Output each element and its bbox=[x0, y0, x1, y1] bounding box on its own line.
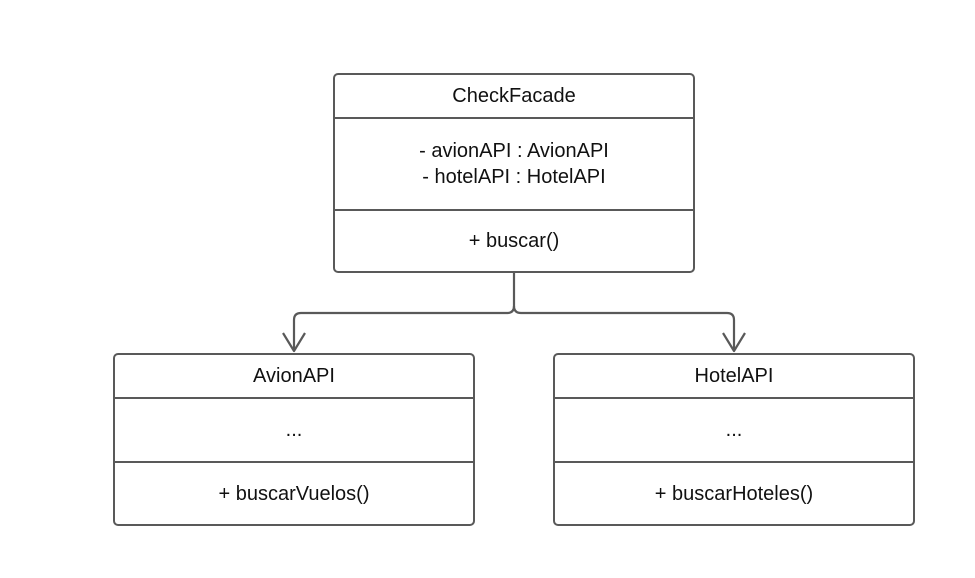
class-name-section: HotelAPI bbox=[555, 355, 913, 397]
attribute-avionapi: - avionAPI : AvionAPI bbox=[419, 140, 609, 162]
attribute-hotelapi: - hotelAPI : HotelAPI bbox=[422, 166, 606, 188]
operations-section: + buscarHoteles() bbox=[555, 461, 913, 524]
attributes-section: ... bbox=[115, 397, 473, 461]
class-name: CheckFacade bbox=[452, 85, 576, 107]
operations-section: + buscar() bbox=[335, 209, 693, 271]
class-name-section: CheckFacade bbox=[335, 75, 693, 117]
attributes-section: - avionAPI : AvionAPI - hotelAPI : Hotel… bbox=[335, 117, 693, 209]
class-avionapi[interactable]: AvionAPI ... + buscarVuelos() bbox=[113, 353, 475, 526]
arrowhead-hotelapi bbox=[722, 332, 746, 353]
operation-buscar: + buscar() bbox=[468, 230, 560, 252]
association-line-hotelapi bbox=[512, 305, 736, 351]
association-line-avionapi bbox=[292, 273, 516, 351]
operations-section: + buscarVuelos() bbox=[115, 461, 473, 524]
class-name: HotelAPI bbox=[694, 365, 774, 387]
operation-buscarhoteles: + buscarHoteles() bbox=[654, 482, 814, 505]
attributes-section: ... bbox=[555, 397, 913, 461]
attribute-ellipsis: ... bbox=[725, 419, 743, 441]
class-name: AvionAPI bbox=[253, 365, 335, 387]
arrowhead-avionapi bbox=[282, 332, 306, 353]
operation-buscarvuelos: + buscarVuelos() bbox=[218, 482, 370, 505]
class-checkfacade[interactable]: CheckFacade - avionAPI : AvionAPI - hote… bbox=[333, 73, 695, 273]
attribute-ellipsis: ... bbox=[285, 419, 303, 441]
class-hotelapi[interactable]: HotelAPI ... + buscarHoteles() bbox=[553, 353, 915, 526]
class-name-section: AvionAPI bbox=[115, 355, 473, 397]
